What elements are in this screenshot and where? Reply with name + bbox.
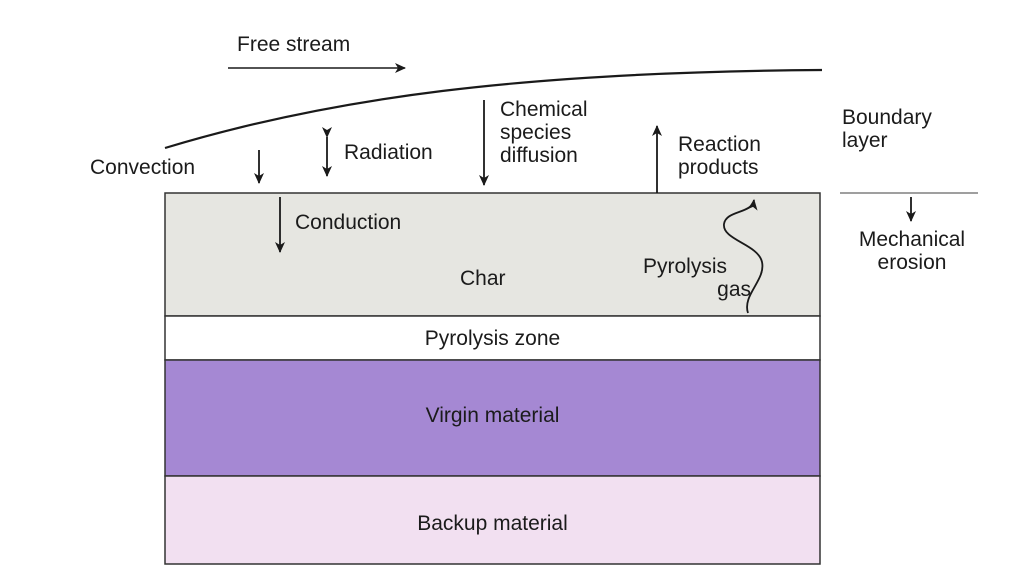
- pyrolysis-zone-layer: [164, 315, 821, 361]
- mechanical-erosion-label-1: Mechanical: [858, 228, 966, 251]
- char-layer: [164, 192, 821, 317]
- virgin-material-layer: [164, 359, 821, 477]
- virgin-material-label: Virgin material: [425, 404, 560, 427]
- chemical-diffusion-label-1: Chemical: [500, 98, 588, 121]
- boundary-layer-label-2: layer: [842, 129, 888, 152]
- conduction-label: Conduction: [295, 211, 402, 234]
- convection-label: Convection: [90, 156, 196, 179]
- pyrolysis-gas-label-1: Pyrolysis: [642, 255, 727, 278]
- pyrolysis-gas-arrow: [723, 199, 764, 314]
- backup-material-label: Backup material: [417, 512, 568, 535]
- reaction-products-label-2: products: [678, 156, 759, 179]
- backup-material-layer: [164, 475, 821, 565]
- char-label: Char: [460, 267, 506, 290]
- mechanical-erosion-label-2: erosion: [877, 251, 947, 274]
- radiation-label: Radiation: [344, 141, 433, 164]
- boundary-layer-curve: [164, 68, 823, 150]
- free-stream-label: Free stream: [237, 33, 351, 56]
- chemical-diffusion-label-2: species: [500, 121, 572, 144]
- boundary-layer-label-1: Boundary: [842, 106, 932, 129]
- reaction-products-label-1: Reaction: [678, 133, 761, 156]
- pyrolysis-gas-label-2: gas: [717, 278, 751, 301]
- pyrolysis-zone-label: Pyrolysis zone: [424, 327, 561, 350]
- chemical-diffusion-label-3: diffusion: [500, 144, 578, 167]
